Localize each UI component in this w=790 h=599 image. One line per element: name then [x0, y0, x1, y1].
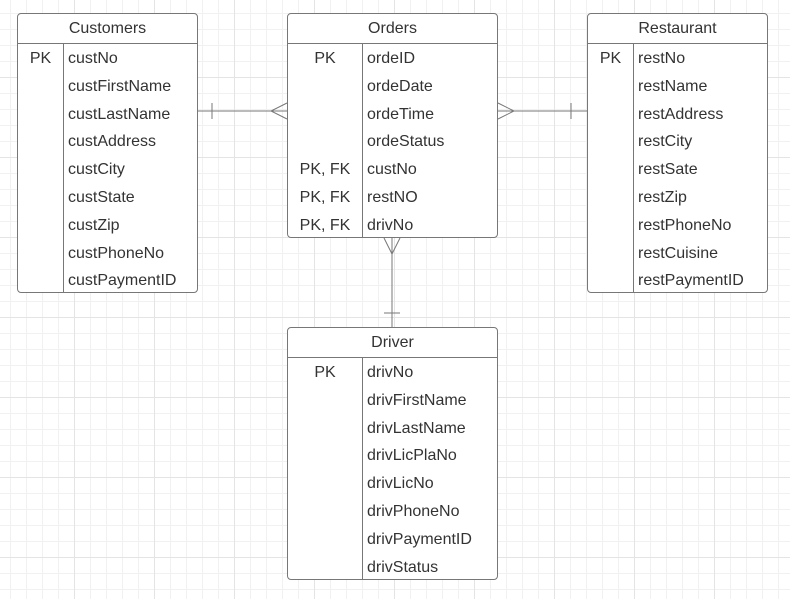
- key-label: PK, FK: [299, 161, 351, 179]
- field-name: drivPaymentID: [367, 530, 472, 548]
- attribute-row: custPaymentID: [18, 267, 197, 292]
- attribute-row: PK, FK drivNo: [288, 212, 497, 237]
- field-name: drivPhoneNo: [367, 502, 460, 520]
- restaurant-entity[interactable]: Restaurant PK restNo restName restAddress re…: [587, 13, 768, 293]
- attribute-row: drivFirstName: [288, 387, 497, 415]
- attribute-row: ordeDate: [288, 73, 497, 101]
- field-name: restName: [638, 77, 708, 95]
- attribute-row: ordeStatus: [288, 128, 497, 156]
- attribute-row: PK drivNo: [288, 359, 497, 387]
- attribute-row: PK, FK custNo: [288, 156, 497, 184]
- key-column-divider: [633, 44, 634, 292]
- field-name: drivNo: [367, 364, 414, 381]
- attribute-row: restCuisine: [588, 240, 767, 268]
- attribute-row: restAddress: [588, 101, 767, 129]
- many-crowfoot: [269, 102, 288, 120]
- many-crowfoot: [383, 237, 401, 256]
- key-label: PK, FK: [299, 188, 351, 206]
- field-name: ordeTime: [367, 105, 434, 123]
- field-name: ordeStatus: [367, 133, 445, 151]
- attribute-row: custLastName: [18, 101, 197, 129]
- attribute-row: custFirstName: [18, 73, 197, 101]
- field-name: ordeDate: [367, 77, 433, 95]
- attribute-row: restPaymentID: [588, 267, 767, 292]
- field-name: custPaymentID: [68, 272, 177, 290]
- attribute-row: PK ordeID: [288, 45, 497, 73]
- field-name: drivNo: [367, 216, 414, 234]
- entity-title: Restaurant: [588, 14, 767, 44]
- field-name: restSate: [638, 161, 698, 179]
- field-name: custZip: [68, 216, 120, 234]
- key-column-divider: [362, 358, 363, 579]
- attribute-row: drivLastName: [288, 415, 497, 443]
- attribute-row: custAddress: [18, 128, 197, 156]
- field-name: restCity: [638, 133, 693, 151]
- driver-orders-connector: [383, 237, 401, 327]
- attribute-row: ordeTime: [288, 101, 497, 129]
- attribute-row: PK custNo: [18, 45, 197, 73]
- field-name: custNo: [367, 161, 417, 179]
- customers-orders-connector: [198, 102, 288, 120]
- key-label: PK: [314, 364, 336, 381]
- attribute-row: restName: [588, 73, 767, 101]
- key-label: PK: [29, 50, 52, 67]
- field-name: custFirstName: [68, 77, 172, 95]
- attribute-row: drivLicNo: [288, 470, 497, 498]
- driver-entity[interactable]: Driver PK drivNo drivFirstName drivLastName…: [287, 327, 498, 580]
- key-label: PK: [314, 50, 336, 67]
- field-name: custPhoneNo: [68, 244, 165, 262]
- field-name: restPhoneNo: [638, 216, 732, 234]
- attribute-row: custCity: [18, 156, 197, 184]
- field-name: restZip: [638, 188, 687, 206]
- field-name: drivLicNo: [367, 475, 434, 493]
- field-name: drivStatus: [367, 558, 439, 576]
- attribute-row: restSate: [588, 156, 767, 184]
- key-column-divider: [362, 44, 363, 237]
- field-name: restNo: [638, 50, 686, 67]
- entity-title: Customers: [18, 14, 197, 44]
- attribute-row: custZip: [18, 212, 197, 240]
- field-name: custState: [68, 188, 135, 206]
- field-name: custAddress: [68, 133, 157, 151]
- entity-title: Driver: [288, 328, 497, 358]
- field-name: custLastName: [68, 105, 171, 123]
- field-name: restNO: [367, 188, 418, 206]
- field-name: restPaymentID: [638, 272, 744, 290]
- field-name: restCuisine: [638, 244, 719, 262]
- field-name: drivLastName: [367, 419, 466, 437]
- field-name: drivLicPlaNo: [367, 447, 457, 465]
- attribute-row: restPhoneNo: [588, 212, 767, 240]
- entity-body: PK custNo custFirstName custLastName custAdd…: [18, 44, 197, 292]
- customers-entity[interactable]: Customers PK custNo custFirstName custLastN…: [17, 13, 198, 293]
- attribute-row: PK restNo: [588, 45, 767, 73]
- key-label: PK, FK: [299, 216, 351, 234]
- entity-body: PK drivNo drivFirstName drivLastName drivLic…: [288, 358, 497, 579]
- key-column-divider: [63, 44, 64, 292]
- field-name: custNo: [68, 50, 118, 67]
- orders-entity[interactable]: Orders PK ordeID ordeDate ordeTime ordeStatu…: [287, 13, 498, 238]
- entity-body: PK restNo restName restAddress restCity restS…: [588, 44, 767, 292]
- many-crowfoot: [497, 102, 516, 120]
- attribute-row: drivLicPlaNo: [288, 442, 497, 470]
- field-name: drivFirstName: [367, 391, 467, 409]
- restaurant-orders-connector: [497, 102, 587, 120]
- attribute-row: custState: [18, 184, 197, 212]
- field-name: ordeID: [367, 50, 416, 67]
- attribute-row: drivPaymentID: [288, 526, 497, 554]
- attribute-row: drivStatus: [288, 554, 497, 579]
- attribute-row: restCity: [588, 128, 767, 156]
- attribute-row: drivPhoneNo: [288, 498, 497, 526]
- attribute-row: restZip: [588, 184, 767, 212]
- entity-title: Orders: [288, 14, 497, 44]
- field-name: custCity: [68, 161, 125, 179]
- key-label: PK: [599, 50, 622, 67]
- field-name: restAddress: [638, 105, 724, 123]
- attribute-row: custPhoneNo: [18, 240, 197, 268]
- attribute-row: PK, FK restNO: [288, 184, 497, 212]
